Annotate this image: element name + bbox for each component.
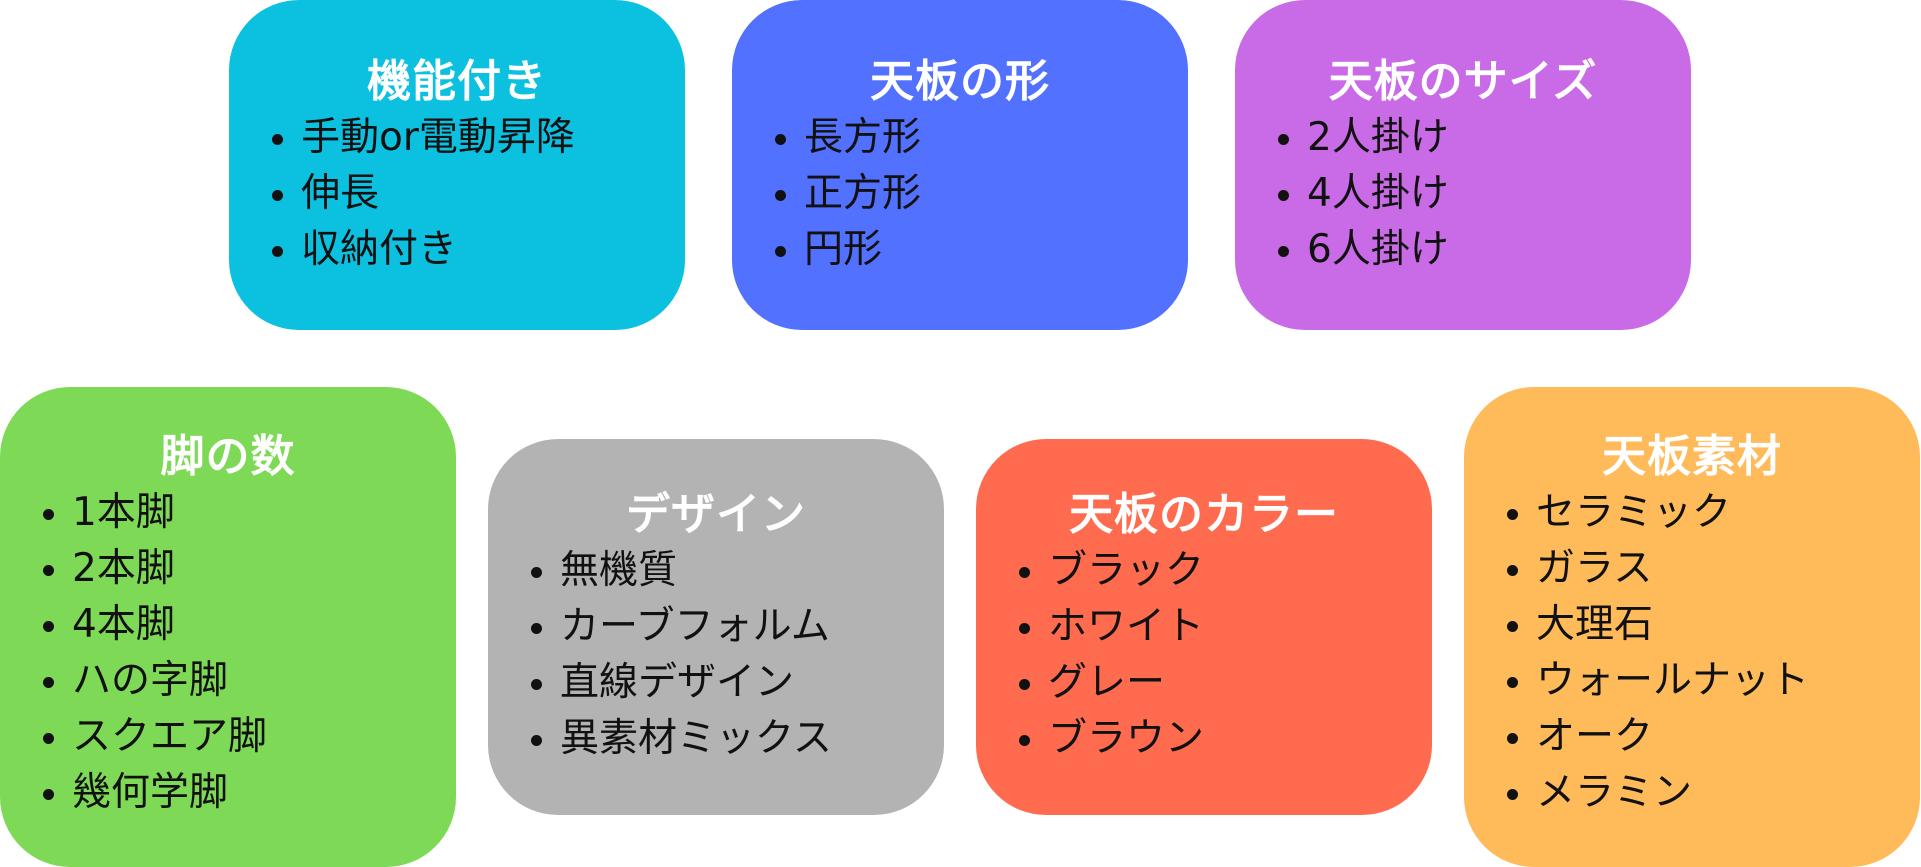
card-title: 機能付き — [367, 56, 547, 107]
card-list: セラミック ガラス 大理石 ウォールナット オーク メラミン — [1464, 485, 1920, 821]
card-title: 天板のカラー — [1069, 489, 1339, 540]
card-title: 天板素材 — [1602, 431, 1782, 482]
list-item: 幾何学脚 — [0, 765, 456, 821]
list-item: 大理石 — [1464, 597, 1920, 653]
list-item: 直線デザイン — [488, 655, 944, 711]
card-title: 脚の数 — [160, 431, 296, 482]
list-item: ホワイト — [976, 599, 1432, 655]
card-list: 長方形 正方形 円形 — [732, 110, 1188, 278]
list-item: スクエア脚 — [0, 709, 456, 765]
card-list: 無機質 カーブフォルム 直線デザイン 異素材ミックス — [488, 543, 944, 767]
card-top-size: 天板のサイズ 2人掛け 4人掛け 6人掛け — [1235, 0, 1691, 330]
list-item: メラミン — [1464, 765, 1920, 821]
list-item: オーク — [1464, 709, 1920, 765]
list-item: 長方形 — [732, 110, 1188, 166]
card-title: 天板の形 — [870, 56, 1050, 107]
list-item: 2本脚 — [0, 541, 456, 597]
card-title: デザイン — [626, 489, 806, 540]
list-item: ハの字脚 — [0, 653, 456, 709]
list-item: カーブフォルム — [488, 599, 944, 655]
card-design: デザイン 無機質 カーブフォルム 直線デザイン 異素材ミックス — [488, 439, 944, 815]
card-top-color: 天板のカラー ブラック ホワイト グレー ブラウン — [976, 439, 1432, 815]
list-item: 無機質 — [488, 543, 944, 599]
card-list: 1本脚 2本脚 4本脚 ハの字脚 スクエア脚 幾何学脚 — [0, 485, 456, 821]
card-top-shape: 天板の形 長方形 正方形 円形 — [732, 0, 1188, 330]
list-item: 異素材ミックス — [488, 711, 944, 767]
card-title: 天板のサイズ — [1328, 56, 1598, 107]
card-top-material: 天板素材 セラミック ガラス 大理石 ウォールナット オーク メラミン — [1464, 387, 1920, 867]
list-item: 4人掛け — [1235, 166, 1691, 222]
list-item: グレー — [976, 655, 1432, 711]
card-list: 手動or電動昇降 伸長 収納付き — [229, 110, 685, 278]
list-item: ブラック — [976, 543, 1432, 599]
list-item: 収納付き — [229, 222, 685, 278]
list-item: ブラウン — [976, 711, 1432, 767]
list-item: ガラス — [1464, 541, 1920, 597]
card-list: 2人掛け 4人掛け 6人掛け — [1235, 110, 1691, 278]
card-leg-count: 脚の数 1本脚 2本脚 4本脚 ハの字脚 スクエア脚 幾何学脚 — [0, 387, 456, 867]
list-item: 正方形 — [732, 166, 1188, 222]
card-functions: 機能付き 手動or電動昇降 伸長 収納付き — [229, 0, 685, 330]
list-item: ウォールナット — [1464, 653, 1920, 709]
list-item: 1本脚 — [0, 485, 456, 541]
list-item: 2人掛け — [1235, 110, 1691, 166]
list-item: 円形 — [732, 222, 1188, 278]
list-item: 手動or電動昇降 — [229, 110, 685, 166]
list-item: セラミック — [1464, 485, 1920, 541]
list-item: 4本脚 — [0, 597, 456, 653]
list-item: 6人掛け — [1235, 222, 1691, 278]
card-list: ブラック ホワイト グレー ブラウン — [976, 543, 1432, 767]
list-item: 伸長 — [229, 166, 685, 222]
